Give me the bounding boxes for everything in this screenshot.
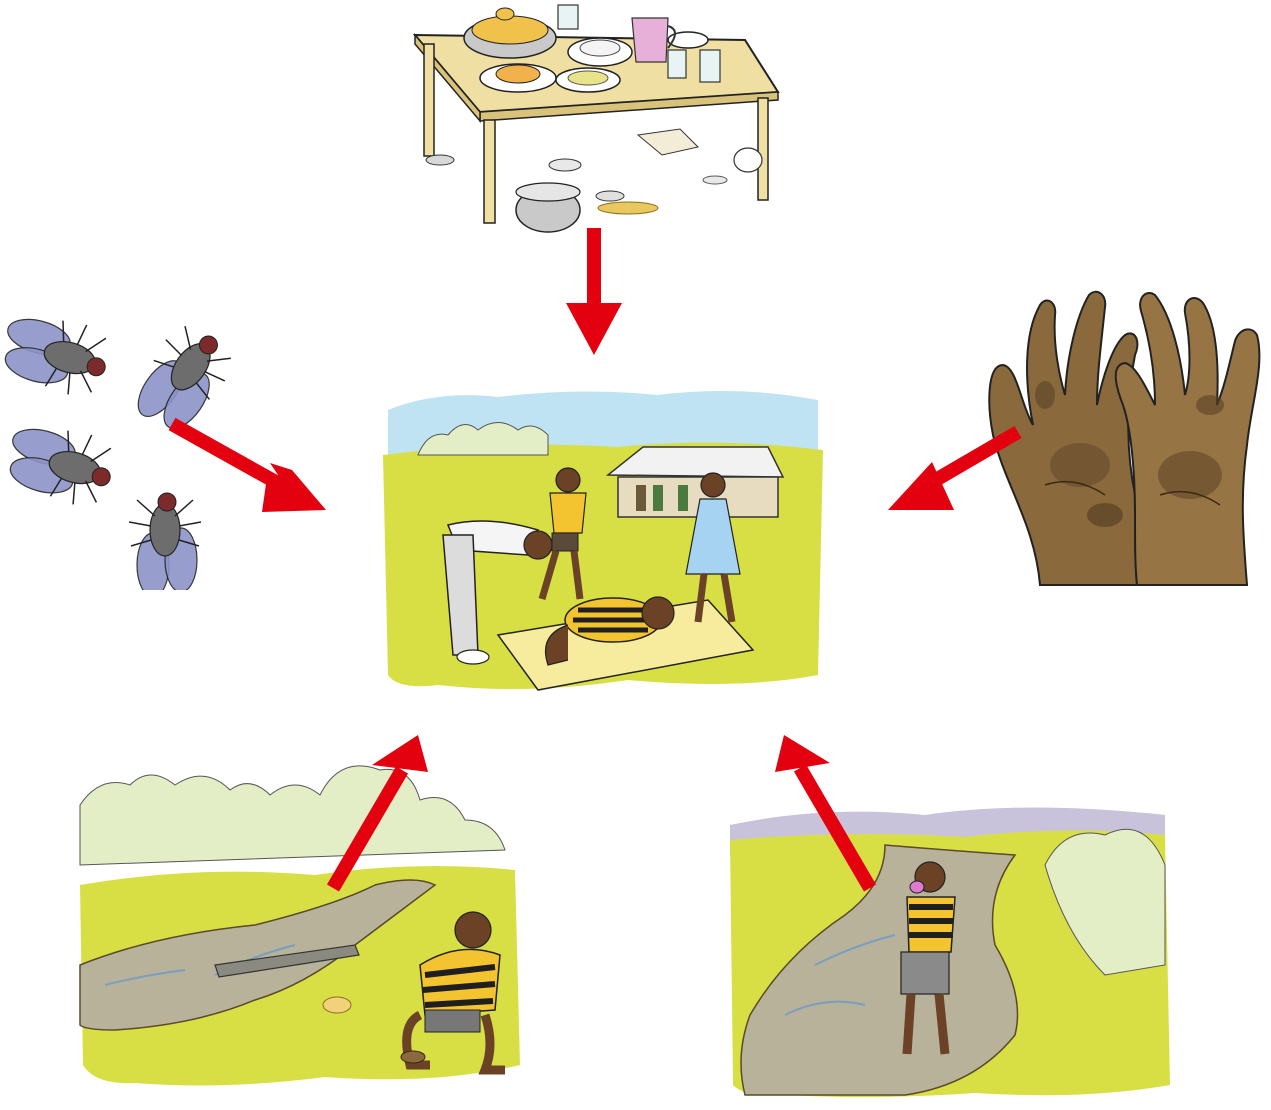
arrow-food-to-center [566, 228, 622, 355]
housefly-icon [0, 305, 250, 590]
uncovered-food-table-icon [410, 0, 785, 240]
dirty-hands-icon [985, 285, 1271, 595]
sick-child-scene-icon [378, 385, 828, 700]
drinking-stream-water-icon [725, 795, 1175, 1100]
open-defecation-stream-icon [75, 765, 525, 1090]
